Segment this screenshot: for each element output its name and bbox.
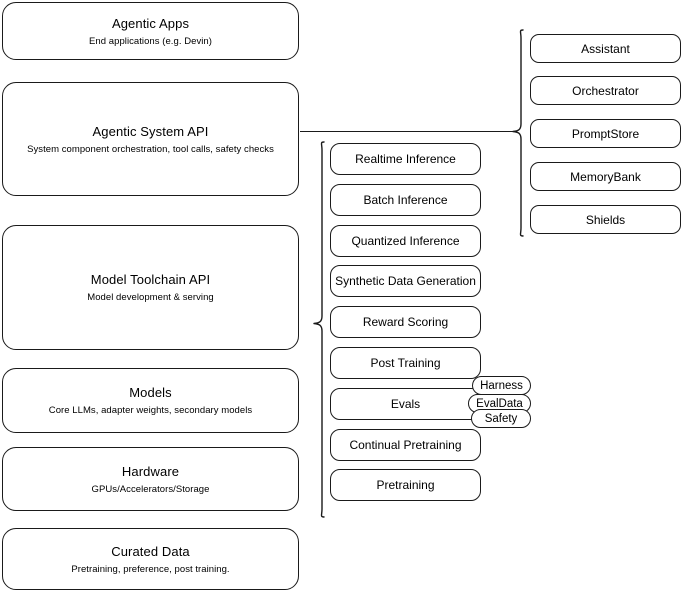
system-component-box-memorybank[interactable]: MemoryBank [530,162,681,191]
toolchain-box-continual-pretraining[interactable]: Continual Pretraining [330,429,481,461]
layer-title: Hardware [121,463,180,479]
toolchain-label: Post Training [370,356,441,370]
layer-subtitle: Pretraining, preference, post training. [71,563,230,575]
brace-toolchain [312,141,326,519]
toolchain-label: Evals [390,397,421,411]
system-component-label: Assistant [581,41,630,56]
layer-title: Agentic Apps [111,15,190,31]
toolchain-label: Reward Scoring [362,315,449,329]
system-component-label: MemoryBank [570,169,641,184]
system-component-label: PromptStore [571,126,640,141]
layer-subtitle: Model development & serving [87,292,214,303]
evals-pill-label: EvalData [476,397,523,410]
system-component-box-assistant[interactable]: Assistant [530,34,681,63]
layer-title: Model Toolchain API [90,272,211,287]
layer-title: Models [129,385,172,400]
layer-subtitle: GPUs/Accelerators/Storage [91,483,210,495]
evals-pill-label: Harness [480,379,523,392]
toolchain-label: Continual Pretraining [349,438,462,452]
system-component-box-shields[interactable]: Shields [530,205,681,234]
system-component-label: Orchestrator [572,83,639,98]
toolchain-label: Synthetic Data Generation [335,274,476,288]
layer-box-agentic-system-api[interactable]: Agentic System API System component orch… [2,82,299,196]
toolchain-box-batch-inference[interactable]: Batch Inference [330,184,481,216]
layer-title: Curated Data [111,543,190,559]
layer-title: Agentic System API [92,123,209,139]
layer-subtitle: Core LLMs, adapter weights, secondary mo… [48,405,253,416]
evals-pill-label: Safety [484,412,518,425]
system-component-label: Shields [585,212,626,227]
toolchain-box-evals[interactable]: Evals [330,388,481,420]
evals-pill-safety[interactable]: Safety [471,409,531,428]
layer-subtitle: End applications (e.g. Devin) [89,35,212,47]
layer-subtitle: System component orchestration, tool cal… [27,143,274,155]
toolchain-label: Quantized Inference [351,234,460,248]
layer-box-agentic-apps[interactable]: Agentic Apps End applications (e.g. Devi… [2,2,299,60]
connector-line-system-api-to-components [300,131,514,132]
toolchain-label: Realtime Inference [355,152,456,166]
layer-box-models[interactable]: Models Core LLMs, adapter weights, secon… [2,368,299,433]
toolchain-box-post-training[interactable]: Post Training [330,347,481,379]
evals-pill-harness[interactable]: Harness [472,376,531,395]
layer-box-model-toolchain-api[interactable]: Model Toolchain API Model development & … [2,225,299,350]
brace-system-components [511,29,525,238]
toolchain-box-quantized-inference[interactable]: Quantized Inference [330,225,481,257]
toolchain-box-synthetic-data-generation[interactable]: Synthetic Data Generation [330,265,481,297]
system-component-box-promptstore[interactable]: PromptStore [530,119,681,148]
toolchain-box-pretraining[interactable]: Pretraining [330,469,481,501]
toolchain-label: Batch Inference [363,193,448,207]
toolchain-box-realtime-inference[interactable]: Realtime Inference [330,143,481,175]
layer-box-hardware[interactable]: Hardware GPUs/Accelerators/Storage [2,447,299,511]
toolchain-label: Pretraining [376,478,435,492]
system-component-box-orchestrator[interactable]: Orchestrator [530,76,681,105]
layer-box-curated-data[interactable]: Curated Data Pretraining, preference, po… [2,528,299,590]
toolchain-box-reward-scoring[interactable]: Reward Scoring [330,306,481,338]
